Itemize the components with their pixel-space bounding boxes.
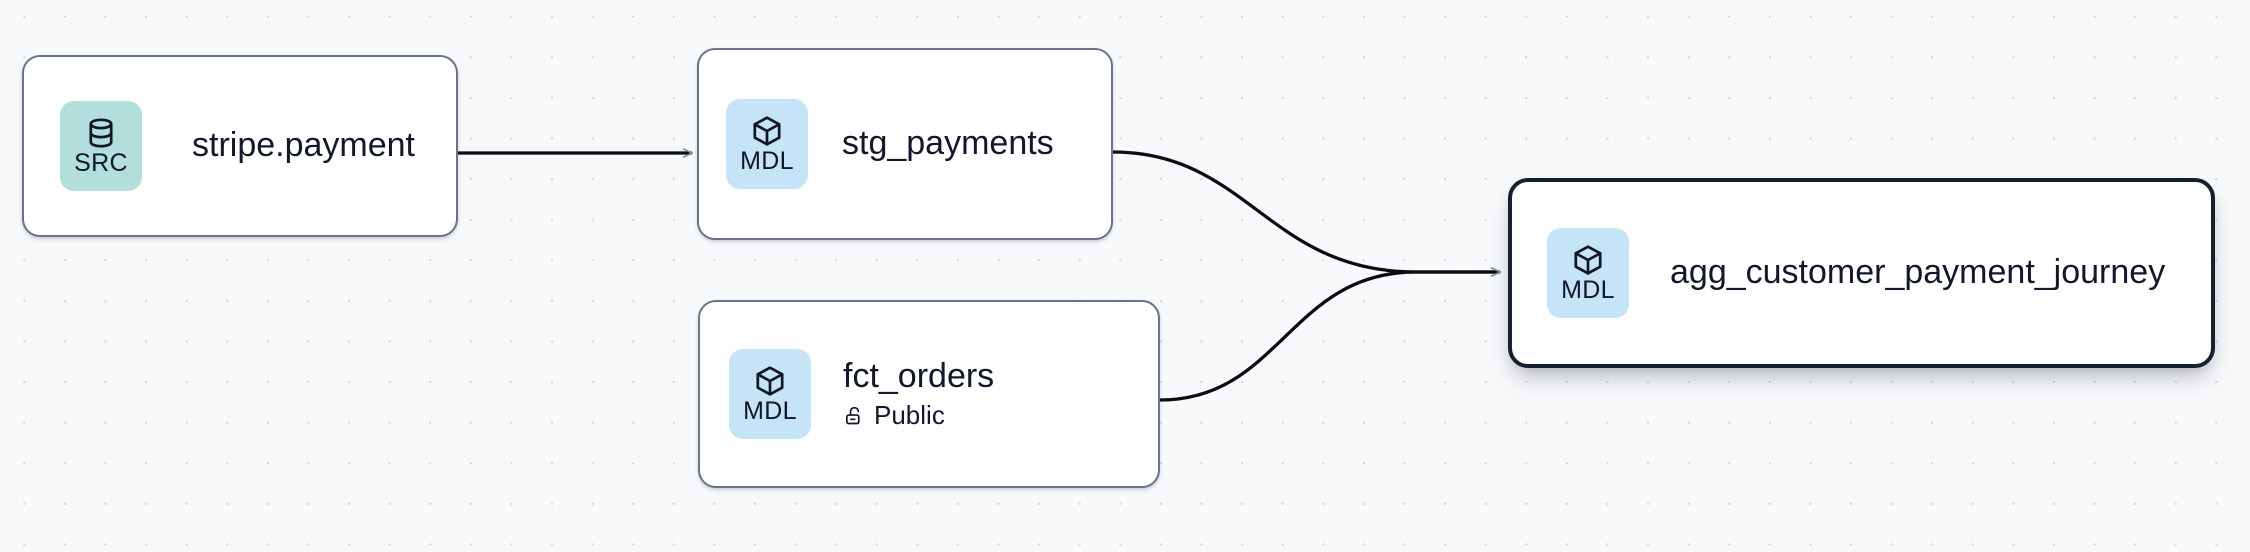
model-badge: MDL — [729, 349, 811, 439]
badge-code-label: SRC — [74, 149, 128, 177]
unlocked-padlock-icon — [843, 405, 865, 427]
source-badge: SRC — [60, 101, 142, 191]
node-title: stripe.payment — [192, 126, 415, 165]
node-title: fct_orders — [843, 356, 995, 395]
node-title: agg_customer_payment_journey — [1670, 253, 2166, 292]
model-badge: MDL — [1547, 228, 1629, 318]
visibility-badge: Public — [843, 400, 994, 431]
cube-icon — [753, 364, 787, 398]
node-model-stg-payments[interactable]: MDL stg_payments — [697, 48, 1113, 240]
node-source-stripe-payment[interactable]: SRC stripe.payment — [22, 55, 458, 237]
database-icon — [84, 116, 118, 150]
node-title: stg_payments — [842, 124, 1054, 163]
cube-icon — [1571, 243, 1605, 277]
visibility-label: Public — [874, 400, 945, 431]
badge-code-label: MDL — [740, 147, 794, 175]
edge-stg-payments-to-agg-customer-payment-journey — [1112, 150, 1502, 277]
node-model-fct-orders[interactable]: MDL fct_orders Public — [698, 300, 1160, 488]
badge-code-label: MDL — [743, 397, 797, 425]
badge-code-label: MDL — [1561, 276, 1615, 304]
node-body: fct_orders Public — [843, 356, 995, 431]
model-badge: MDL — [726, 99, 808, 189]
cube-icon — [750, 114, 784, 148]
node-model-agg-customer-payment-journey[interactable]: MDL agg_customer_payment_journey — [1508, 178, 2215, 368]
edge-fct-orders-to-agg-customer-payment-journey — [1159, 267, 1502, 402]
